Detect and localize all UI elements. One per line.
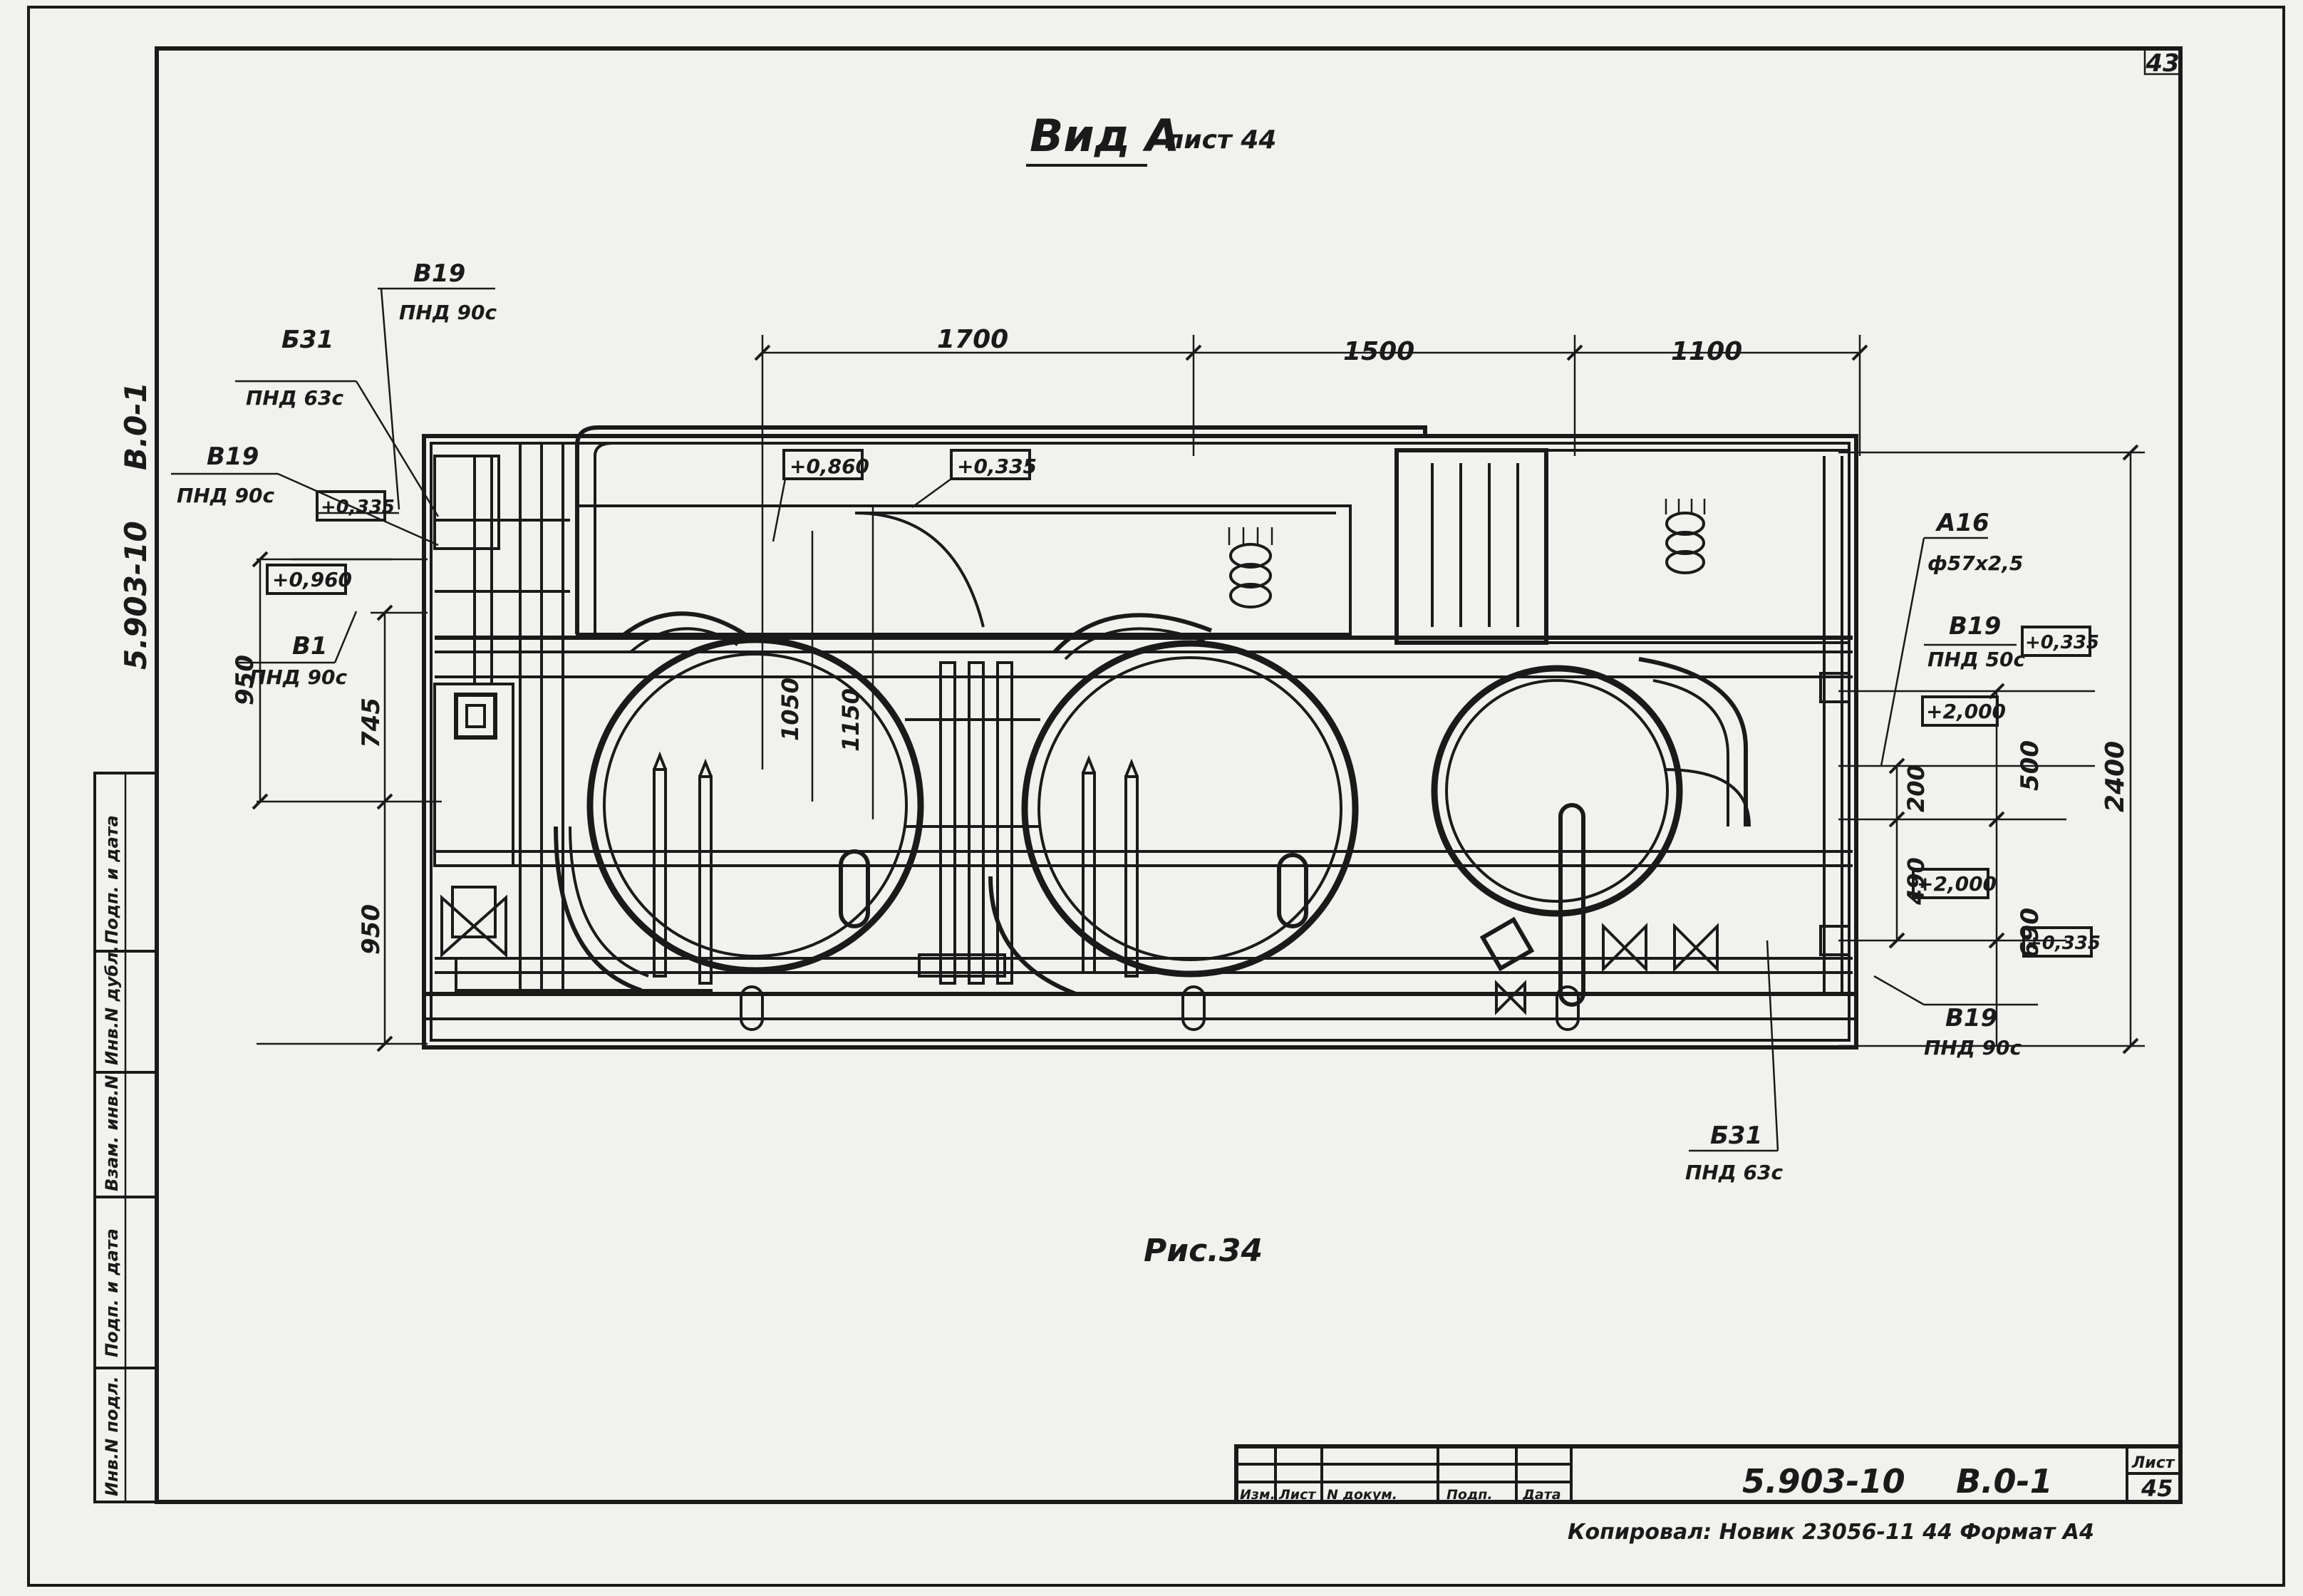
dim-745: 745 <box>357 698 385 748</box>
callout-b19-left-spec: ПНД 90с <box>177 484 275 507</box>
callout-b31-bottom-spec: ПНД 63с <box>1685 1161 1784 1184</box>
flame-symbol-right <box>1665 499 1706 574</box>
left-dimensions <box>252 551 442 1052</box>
dim-1150: 1150 <box>837 688 864 752</box>
dim-1100: 1100 <box>1671 337 1742 366</box>
dim-200: 200 <box>1903 765 1930 812</box>
dim-1700: 1700 <box>937 325 1008 354</box>
svg-text:+0,335: +0,335 <box>2027 933 2101 954</box>
svg-text:+0,860: +0,860 <box>790 455 869 478</box>
tb-header-izm: Изм. <box>1240 1487 1275 1503</box>
svg-text:+0,335: +0,335 <box>321 497 395 518</box>
side-doc-code: 5.903-10 <box>118 521 153 670</box>
svg-text:+2,000: +2,000 <box>1917 872 1997 896</box>
callout-a16-code: А16 <box>1935 509 1989 537</box>
callout-b19-top-spec: ПНД 90с <box>399 301 497 324</box>
callout-a16-spec: ф57х2,5 <box>1927 551 2023 575</box>
callout-b19-bottom-code: В19 <box>1945 1004 1997 1032</box>
callout-b19-right-spec: ПНД 50с <box>1927 648 2026 671</box>
title-block <box>1234 1444 2183 1504</box>
elevation-marker-335-right: +0,335 <box>2021 626 2099 657</box>
elevation-marker-960: +0,960 <box>266 564 352 595</box>
stamp-inv-dubl: Инв.N дубл. <box>102 945 122 1065</box>
elevation-marker-860: +0,860 <box>782 449 869 480</box>
flame-symbol-left <box>1228 527 1273 608</box>
dim-1500: 1500 <box>1343 337 1414 366</box>
leader-lines <box>171 287 2038 1152</box>
svg-text:+2,000: +2,000 <box>1926 700 2006 723</box>
sheet-frames <box>27 6 2285 1587</box>
tb-copied-by: Копировал: Новик 23056-11 44 Формат А4 <box>1568 1520 2094 1545</box>
elevation-marker-335-bottom: +0,335 <box>2022 926 2101 958</box>
dim-950-lower: 950 <box>357 904 385 955</box>
dim-500: 500 <box>2016 740 2044 791</box>
sheet-number-top: 43 <box>2145 49 2179 78</box>
elevation-marker-2000-a: +2,000 <box>1921 695 2006 727</box>
stamp-podp-data-1: Подп. и дата <box>102 1228 122 1357</box>
tb-header-ndok: N докум. <box>1327 1487 1397 1503</box>
tb-header-podp: Подп. <box>1447 1487 1493 1503</box>
elevation-marker-335-left: +0,335 <box>316 490 395 522</box>
callout-b31-top-spec: ПНД 63с <box>246 386 344 410</box>
dim-1050: 1050 <box>777 678 804 741</box>
callout-b1-left-code: В1 <box>292 632 328 660</box>
tb-sheet-label: Лист <box>2131 1454 2175 1472</box>
tb-header-data: Дата <box>1522 1487 1561 1503</box>
view-sheet-ref: лист 44 <box>1165 125 1276 155</box>
callout-b31-top-code: Б31 <box>281 326 333 354</box>
callout-b19-right-code: В19 <box>1949 612 2001 641</box>
callout-b19-left-code: В19 <box>207 442 259 471</box>
stamp-vzam-inv: Взам. инв.N <box>102 1075 122 1191</box>
right-dimensions <box>1838 444 2145 1054</box>
side-sub-code: В.0-1 <box>118 382 153 470</box>
dim-2400: 2400 <box>2101 741 2130 812</box>
left-stamp: Инв.N подл. Подп. и дата Взам. инв.N Инв… <box>93 772 158 1503</box>
dim-690: 690 <box>2016 908 2044 958</box>
svg-text:+0,335: +0,335 <box>2025 632 2099 653</box>
stamp-inv-podl: Инв.N подл. <box>102 1376 122 1496</box>
callout-b1-left-spec: ПНД 90с <box>249 665 348 689</box>
elevation-marker-335-top: +0,335 <box>950 449 1037 480</box>
figure-caption: Рис.34 <box>1144 1233 1263 1269</box>
tb-sheet-no: 45 <box>2141 1475 2173 1502</box>
svg-text:+0,960: +0,960 <box>272 568 352 591</box>
tb-sub-code: В.0-1 <box>1956 1462 2053 1501</box>
tb-header-list: Лист <box>1278 1487 1316 1503</box>
stamp-podp-data-2: Подп. и дата <box>102 815 122 944</box>
callout-b19-top-code: В19 <box>413 259 465 288</box>
callout-b31-bottom-code: Б31 <box>1710 1121 1762 1150</box>
top-dimensions <box>754 335 1868 770</box>
equipment-assembly <box>422 425 1858 1050</box>
view-title: Вид А <box>1030 110 1179 162</box>
svg-text:+0,335: +0,335 <box>957 455 1037 478</box>
callout-b19-bottom-spec: ПНД 90с <box>1924 1036 2022 1059</box>
elevation-marker-2000-b: +2,000 <box>1912 868 1997 899</box>
tb-doc-code: 5.903-10 <box>1742 1462 1905 1501</box>
